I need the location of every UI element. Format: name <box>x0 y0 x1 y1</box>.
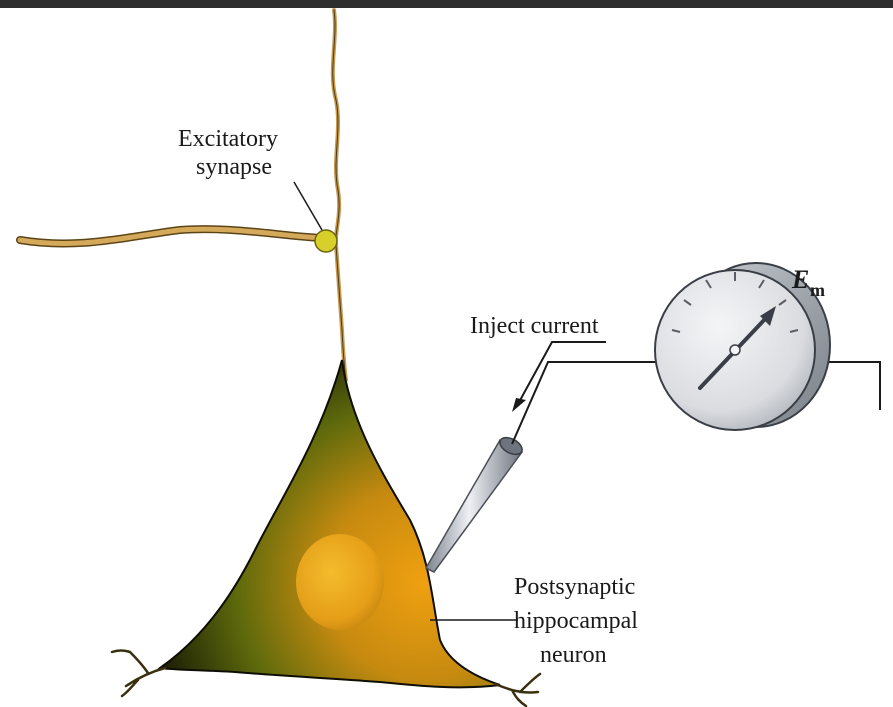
electrode-pipette-icon <box>426 434 525 572</box>
neuron-label-line1: Postsynaptic <box>514 574 635 600</box>
synapse-label-line1: Excitatory <box>178 126 278 152</box>
basal-dendrite-right <box>495 674 540 706</box>
neuron-soma <box>160 360 500 687</box>
meter-symbol-label: E <box>791 265 809 294</box>
neuron-label-line3: neuron <box>540 642 607 668</box>
apical-dendrite <box>333 10 346 380</box>
meter-subscript-label: m <box>810 280 825 300</box>
meter-output-wire <box>826 362 880 410</box>
current-arrow-icon <box>512 342 606 412</box>
synapse-label-line2: synapse <box>196 154 272 180</box>
synapse-pointer-line <box>294 182 322 230</box>
synapse-bouton <box>315 230 337 252</box>
inject-current-label: Inject current <box>470 313 599 339</box>
neuron-nucleus <box>296 534 384 630</box>
basal-dendrite-left <box>112 651 165 697</box>
neuron-label-line2: hippocampal <box>514 608 638 634</box>
